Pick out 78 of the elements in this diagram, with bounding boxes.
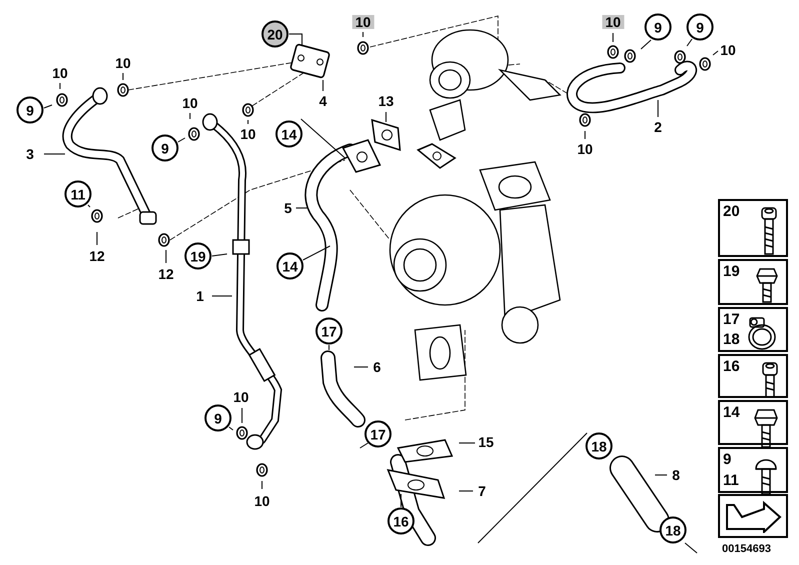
leader-line — [686, 38, 692, 46]
leader-line — [640, 40, 652, 50]
callout-number: 17 — [364, 420, 392, 448]
part-cell — [718, 447, 788, 493]
leader-line — [612, 32, 614, 42]
callout-number: 7 — [477, 484, 487, 498]
callout-number: 12 — [157, 267, 175, 281]
leader-line — [354, 366, 368, 368]
leader-line — [88, 204, 90, 208]
callout-number: 4 — [318, 94, 328, 108]
leader-line — [44, 104, 52, 108]
callout-number: 17 — [316, 318, 342, 344]
leader-line — [178, 138, 186, 142]
callout-number: 2 — [653, 120, 663, 134]
callout-number: 14 — [276, 120, 302, 148]
callout-number: 10 — [253, 494, 271, 508]
callout-number: 9 — [644, 14, 672, 40]
callout-number: 10 — [232, 390, 250, 404]
part-cell — [718, 199, 788, 257]
leader-line — [288, 34, 302, 46]
callout-number: 10 — [602, 15, 624, 29]
leader-line — [212, 254, 228, 256]
callout-number: 3 — [25, 147, 35, 161]
leader-line — [400, 494, 402, 508]
part-cell — [718, 259, 788, 305]
callout-number: 11 — [64, 180, 92, 208]
leader-line — [458, 442, 476, 444]
leader-line — [96, 232, 98, 246]
callout-number: 10 — [352, 15, 374, 29]
callout-number: 9 — [686, 14, 714, 40]
callout-number: 8 — [671, 468, 681, 482]
callout-number: 10 — [51, 66, 69, 80]
callout-number: 9 — [204, 404, 232, 432]
leader-line — [684, 542, 698, 554]
callout-number: 14 — [276, 252, 304, 280]
callout-number: 18 — [660, 516, 686, 544]
leader-line — [322, 80, 324, 92]
part-number: 11 — [723, 473, 739, 488]
callout-number: 10 — [239, 127, 257, 141]
leader-line — [328, 344, 330, 350]
callout-number: 9 — [152, 134, 178, 162]
callout-number: 10 — [114, 56, 132, 70]
part-cell — [718, 400, 788, 445]
leader-line — [362, 32, 364, 38]
leader-line — [302, 246, 330, 260]
leader-line — [228, 426, 234, 430]
part-number: 18 — [723, 332, 740, 347]
callout-number: 1 — [195, 289, 205, 303]
part-number: 16 — [723, 359, 740, 374]
callout-number: 10 — [181, 96, 199, 110]
part-cell — [718, 354, 788, 398]
callout-number: 12 — [88, 249, 106, 263]
part-number: 9 — [723, 452, 732, 467]
callout-number: 18 — [586, 432, 612, 460]
callout-number: 6 — [372, 360, 382, 374]
diagram-number: 00154693 — [722, 542, 771, 557]
callout-number: 13 — [377, 94, 395, 108]
leader-line — [712, 50, 718, 56]
leader-line — [458, 490, 474, 492]
part-number: 17 — [723, 312, 740, 327]
leader-line — [654, 474, 668, 476]
callout-number: 5 — [283, 201, 293, 215]
leader-line — [360, 442, 368, 448]
leader-line — [478, 432, 588, 544]
part-number: 14 — [723, 405, 740, 420]
callout-number: 19 — [184, 242, 212, 270]
callout-number: 10 — [719, 43, 737, 57]
part-number: 19 — [723, 264, 740, 279]
callout-number: 15 — [477, 435, 495, 449]
leader-line — [300, 118, 346, 158]
callout-number: 16 — [388, 508, 414, 534]
leader-line — [122, 72, 124, 80]
callout-number: 20 — [262, 20, 288, 48]
callout-number: 10 — [576, 142, 594, 156]
callout-number: 9 — [16, 96, 44, 124]
leader-line — [584, 130, 586, 140]
part-number: 20 — [723, 204, 740, 219]
part-cell — [718, 307, 788, 352]
